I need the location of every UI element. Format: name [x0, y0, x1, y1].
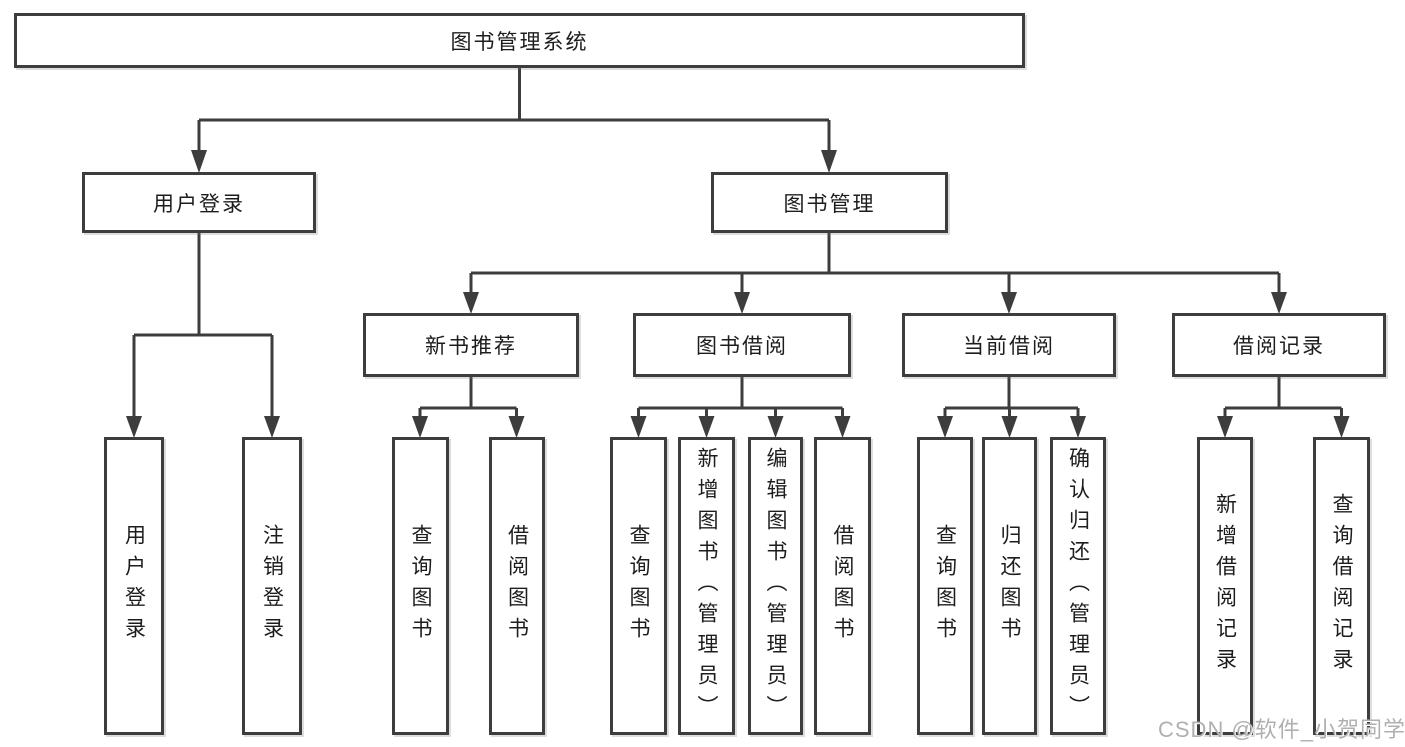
leaf-borrow-books-recommend: 借阅图书 [489, 437, 545, 735]
node-book-borrow: 图书借阅 [633, 313, 851, 377]
node-book-management: 图书管理 [711, 172, 948, 233]
leaf-add-borrow-record: 新增借阅记录 [1197, 437, 1253, 735]
leaf-add-book-admin: 新增图书（管理员） [678, 437, 735, 735]
node-borrow-records: 借阅记录 [1172, 313, 1386, 377]
leaf-return-book: 归还图书 [982, 437, 1037, 735]
node-root: 图书管理系统 [14, 13, 1025, 68]
leaf-query-books-recommend: 查询图书 [392, 437, 449, 735]
leaf-confirm-return-admin: 确认归还（管理员） [1050, 437, 1106, 735]
leaf-query-books-current: 查询图书 [917, 437, 973, 735]
leaf-borrow-books: 借阅图书 [814, 437, 871, 735]
node-user-login: 用户登录 [82, 172, 316, 233]
leaf-edit-book-admin: 编辑图书（管理员） [748, 437, 803, 735]
leaf-logout: 注销登录 [242, 437, 302, 735]
csdn-watermark: CSDN @软件_小贺同学 [1158, 717, 1405, 742]
node-new-book-recommend: 新书推荐 [363, 313, 579, 377]
node-current-borrow: 当前借阅 [902, 313, 1116, 377]
leaf-user-login: 用户登录 [104, 437, 164, 735]
leaf-query-books-borrow: 查询图书 [610, 437, 667, 735]
leaf-query-borrow-record: 查询借阅记录 [1313, 437, 1370, 735]
